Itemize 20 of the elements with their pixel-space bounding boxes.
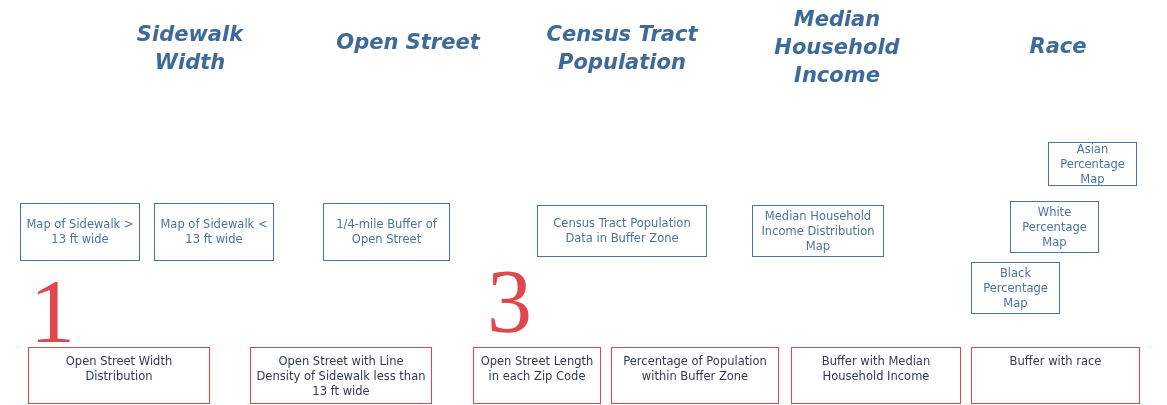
result-box: Open Street Width Distribution (28, 347, 210, 404)
result-box: Buffer with race (971, 347, 1140, 404)
data-box: Black Percentage Map (971, 262, 1060, 314)
data-box: Asian Percentage Map (1048, 142, 1137, 186)
step-number: 3 (487, 262, 532, 342)
result-box: Buffer with Median Household Income (791, 347, 961, 404)
column-heading: Open Street (335, 29, 482, 56)
column-heading: Median Household Income (773, 6, 901, 89)
data-box: Map of Sidewalk < 13 ft wide (154, 203, 274, 261)
column-heading: Sidewalk Width (135, 21, 245, 76)
data-box: Median Household Income Distribution Map (752, 205, 884, 257)
column-heading: Race (1028, 33, 1088, 60)
result-box: Open Street with Line Density of Sidewalk less than 13 ft wide (250, 347, 432, 404)
data-box: 1/4-mile Buffer of Open Street (323, 203, 450, 261)
data-box: Map of Sidewalk > 13 ft wide (20, 203, 140, 261)
data-box: White Percentage Map (1010, 201, 1099, 253)
data-box: Census Tract Population Data in Buffer Zone (537, 205, 707, 257)
column-heading: Census Tract Population (545, 21, 699, 76)
result-box: Open Street Length in each Zip Code (473, 347, 601, 404)
result-box: Percentage of Population within Buffer Zone (611, 347, 779, 404)
